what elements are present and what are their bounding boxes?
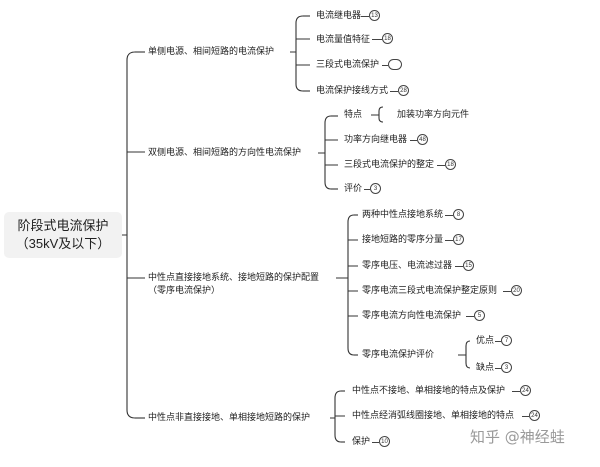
- b3-link-1: [445, 215, 453, 216]
- branch-3-label: 中性点直接接地系统、接地短路的保护配置: [148, 272, 320, 282]
- b3-item-1: 两种中性点接地系统: [362, 209, 444, 219]
- b2-item-2: 功率方向继电器: [344, 134, 408, 144]
- b1-link-3: [382, 65, 388, 66]
- b1-link-2: [372, 39, 382, 40]
- b3-badge-2: 17: [453, 234, 464, 245]
- b1-item-1: 电流继电器: [316, 10, 362, 20]
- b1-link-4: [390, 91, 398, 92]
- b2-item-1: 特点: [344, 109, 363, 119]
- b3-eval-pro: 优点: [476, 335, 495, 345]
- b1-item-3: 三段式电流保护: [316, 59, 380, 69]
- b2-badge-4: 3: [370, 183, 381, 194]
- b3-eval-pro-badge: 7: [501, 335, 512, 346]
- root-node: 阶段式电流保护 （35kV及以下）: [4, 212, 122, 258]
- b4-badge-3: 10: [379, 436, 390, 447]
- b1-link-1: [361, 16, 369, 17]
- b2-item-4: 评价: [344, 183, 363, 193]
- root-subtitle: （35kV及以下）: [15, 236, 111, 251]
- b3-link-4: [503, 291, 511, 292]
- bracket-b2: [318, 115, 338, 190]
- b2-badge-3: 18: [445, 159, 456, 170]
- b2-item-1-sub: 加装功率方向元件: [397, 109, 470, 119]
- b4-badge-1: 24: [520, 385, 531, 396]
- b3-eval-pro-link: [495, 341, 501, 342]
- branch-3-label-2: （零序电流保护）: [148, 285, 221, 295]
- b3-item-4: 零序电流三段式电流保护整定原则: [362, 285, 498, 295]
- b1-badge-3: [388, 59, 402, 70]
- b4-item-1: 中性点不接地、单相接地的特点及保护: [352, 385, 506, 395]
- b3-item-6: 零序电流保护评价: [362, 349, 435, 359]
- b1-badge-1: 13: [369, 10, 380, 21]
- b3-badge-1: 8: [453, 209, 464, 220]
- b1-item-4: 电流保护接线方式: [316, 85, 389, 95]
- b3-item-2: 接地短路的零序分量: [362, 234, 444, 244]
- b3-badge-4: 20: [511, 285, 522, 296]
- b4-link-2: [522, 416, 529, 417]
- bracket-feature: [371, 106, 384, 123]
- bracket-eval: [458, 340, 471, 369]
- b4-item-2: 中性点经消弧线圈接地、单相接地的特点: [352, 410, 515, 420]
- b2-item-3: 三段式电流保护的整定: [344, 159, 435, 169]
- b3-item-3: 零序电压、电流滤过器: [362, 260, 453, 270]
- b2-badge-2: 48: [417, 134, 428, 145]
- b4-link-1: [512, 391, 520, 392]
- b3-eval-con-link: [495, 368, 501, 369]
- b1-badge-2: 18: [382, 33, 393, 44]
- b3-badge-3: 15: [463, 260, 474, 271]
- bracket-b3: [336, 214, 358, 356]
- b1-item-2: 电流量值特征: [316, 34, 371, 44]
- b2-link-4: [364, 189, 370, 190]
- branch-4-label: 中性点非直接接地、单相接地短路的保护: [148, 412, 311, 422]
- b3-eval-con: 缺点: [476, 362, 495, 372]
- watermark: 知乎 @神经蛙: [470, 428, 565, 446]
- b4-badge-2: 24: [529, 410, 540, 421]
- branch-1-label: 单侧电源、相间短路的电流保护: [148, 46, 275, 56]
- b3-link-5: [466, 316, 474, 317]
- branch-2-label: 双侧电源、相间短路的方向性电流保护: [148, 147, 302, 157]
- b3-item-5: 零序电流方向性电流保护: [362, 310, 462, 320]
- root-title: 阶段式电流保护: [17, 218, 109, 233]
- bracket-b1: [290, 15, 310, 92]
- b3-link-3: [455, 266, 463, 267]
- b2-link-2: [410, 140, 417, 141]
- b3-eval-con-badge: 3: [501, 362, 512, 373]
- b3-link-2: [445, 240, 453, 241]
- b1-badge-4: 28: [398, 85, 409, 96]
- bracket-b4: [330, 390, 345, 443]
- bracket-main: [122, 51, 136, 419]
- b3-badge-5: 5: [474, 310, 485, 321]
- b4-link-3: [372, 442, 379, 443]
- b2-link-3: [437, 165, 445, 166]
- b4-item-3: 保护: [352, 436, 371, 446]
